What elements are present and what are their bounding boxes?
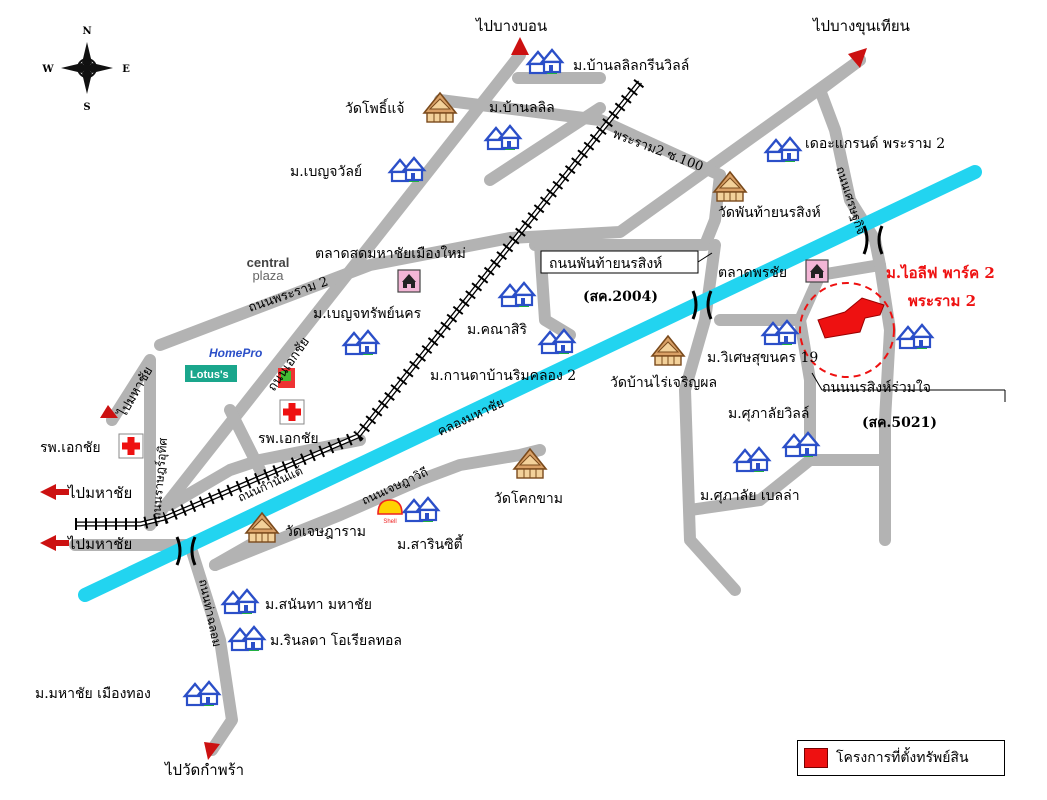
house-icon: [498, 281, 536, 309]
legend-swatch-icon: [804, 748, 828, 768]
compass-rose-icon: N S W E: [41, 26, 130, 113]
road-chet-tharam: [209, 539, 256, 571]
label-to-wat-kamphra: ไปวัดกำพร้า: [164, 761, 244, 779]
direction-arrows: [40, 37, 867, 760]
arrow-left-mahachai-icon: [40, 484, 56, 500]
project-highlight-circle: [799, 282, 895, 378]
house-icon: [764, 136, 802, 164]
label-the-grand: เดอะแกรนด์ พระราม 2: [805, 135, 945, 152]
label-wat-phanthai: วัดพันท้ายนรสิงห์: [718, 204, 821, 221]
label-project-name: ม.ไอลีฟ พาร์ค 2: [886, 263, 995, 282]
label-market-phochai: ตลาดพรชัย: [718, 265, 787, 281]
road-tha-chalom: [184, 539, 238, 756]
house-icon: [221, 588, 259, 616]
label-market-new: ตลาดสดมหาชัยเมืองใหม่: [315, 245, 466, 262]
road-ekachai-main: [144, 49, 526, 531]
label-to-bang-khun-thian: ไปบางขุนเทียน: [812, 17, 910, 36]
lotus-logo: Lotus's: [190, 369, 229, 381]
label-to-mahachai-3: ไปมหาชัย: [67, 535, 132, 553]
road-rat-uthit: [106, 354, 156, 531]
label-sanantha: ม.สนันทา มหาชัย: [265, 597, 372, 613]
house-icon: [388, 156, 426, 184]
label-sk2004: (สค.2004): [583, 289, 658, 305]
arrow-down-wat-kamphra-icon: [204, 742, 220, 760]
label-phanthai-road: ถนนพันท้ายนรสิงห์: [549, 255, 662, 272]
label-kanda: ม.กานดาบ้านริมคลอง 2: [430, 368, 576, 384]
legend-label: โครงการที่ตั้งทรัพย์สิน: [836, 750, 969, 766]
map-legend: โครงการที่ตั้งทรัพย์สิน: [797, 740, 1005, 776]
arrow-left-mahachai-icon: [100, 405, 118, 418]
house-icon: [228, 625, 266, 653]
house-icon: [733, 446, 771, 474]
arrow-up-bang-khun-thian-icon: [848, 48, 867, 68]
label-hospital-right: รพ.เอกชัย: [258, 431, 319, 447]
house-icon: [896, 323, 934, 351]
house-icon: [484, 124, 522, 152]
label-sk5021: (สค.5021): [862, 415, 937, 431]
label-ban-lalil-green-ville: ม.บ้านลลิลกรีนวิลล์: [573, 57, 689, 74]
compass-s: S: [83, 102, 90, 113]
market-icon: [805, 259, 829, 283]
label-tha-chalom: ถนนท่าฉลอม: [196, 578, 224, 648]
label-benja-sapnakorn: ม.เบญจทรัพย์นคร: [313, 305, 422, 322]
label-hospital-left: รพ.เอกชัย: [40, 440, 101, 456]
label-project-rama2: พระราม 2: [908, 292, 976, 310]
homepro-logo: HomePro: [209, 346, 262, 360]
label-supalai-ville: ม.ศุภาลัยวิลล์: [728, 405, 809, 422]
arrow-up-bang-bon-icon: [511, 37, 529, 55]
railway: [75, 78, 645, 530]
hospital-icon: [279, 399, 305, 425]
road-rama2-east: [814, 54, 866, 96]
khlong-mahachai-canal: [78, 165, 982, 602]
house-icon: [183, 680, 221, 708]
project-marker-icon: [817, 297, 885, 339]
road-soi100: [434, 94, 726, 181]
road-bang-khun-thian: [814, 84, 886, 271]
road-ekachai-branch: [224, 404, 266, 476]
house-icon: [526, 48, 564, 76]
label-wat-pho-chae: วัดโพธิ์แจ้: [345, 98, 404, 117]
market-icon: [397, 269, 421, 293]
bigc-logo-icon: [278, 368, 295, 388]
label-rama2-soi100: พระราม2 ซ.100: [611, 127, 706, 175]
temple-icon: [651, 335, 685, 366]
label-wisetsuk: ม.วิเศษสุขนคร 19: [707, 350, 818, 366]
arrow-left-mahachai-icon: [40, 535, 56, 551]
compass-w: W: [41, 64, 54, 75]
label-benja-wan: ม.เบญจวัลย์: [290, 163, 362, 180]
road-chetsada-withi: [209, 444, 546, 571]
label-wat-khok-kham: วัดโคกขาม: [494, 490, 563, 507]
lotus-logo-bg: [185, 365, 237, 382]
label-wat-ban-rai: วัดบ้านไร่เจริญผล: [610, 374, 717, 391]
label-sarin-city: ม.สารินซิตี้: [397, 534, 464, 553]
road-rama2: [154, 54, 866, 351]
shell-logo-icon: Shell: [377, 499, 403, 525]
central-logo-bottom: plaza: [252, 268, 284, 283]
road-ban-lalil: [484, 102, 606, 186]
label-wat-chet-tharam: วัดเจษฎาราม: [285, 524, 366, 540]
house-icon: [342, 329, 380, 357]
label-to-mahachai-2: ไปมหาชัย: [67, 484, 132, 502]
label-mahachai-muang-thong: ม.มหาชัย เมืองทอง: [35, 686, 151, 702]
roads: [69, 49, 896, 756]
label-kanasiri: ม.คณาสิริ: [467, 322, 527, 338]
label-norasingh-ruamjai: ถนนนรสิงห์ร่วมใจ: [822, 379, 931, 396]
house-icon: [402, 496, 440, 524]
compass-n: N: [82, 26, 91, 37]
compass-e: E: [122, 64, 130, 75]
label-rinlada: ม.รินลดา โอเรียลทอล: [270, 632, 402, 649]
svg-text:Shell: Shell: [383, 519, 396, 525]
label-to-bang-bon: ไปบางบอน: [475, 17, 547, 35]
label-supalai-bella: ม.ศุภาลัย เบลล่า: [700, 488, 800, 504]
label-ban-lalil: ม.บ้านลลิล: [489, 100, 555, 116]
hospital-icon: [118, 433, 144, 459]
central-logo-top: central: [247, 255, 290, 270]
